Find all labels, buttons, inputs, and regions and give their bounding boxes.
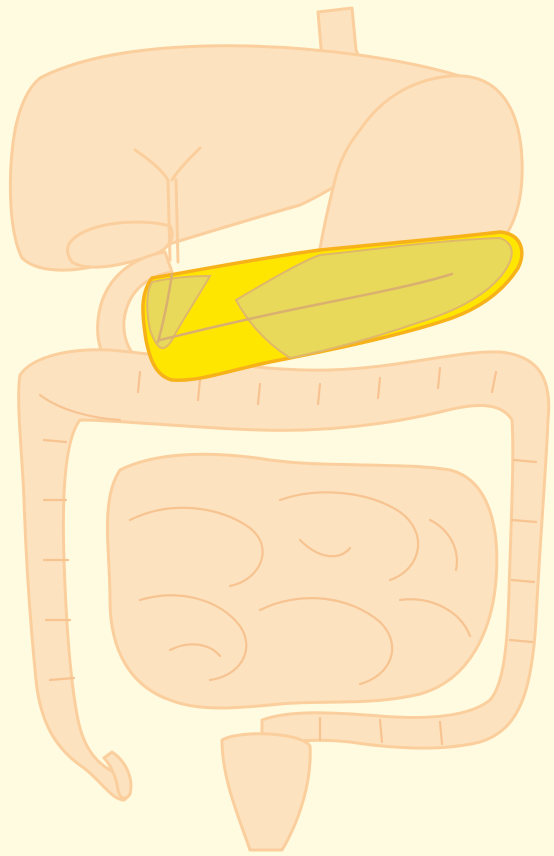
small-intestine [108, 454, 497, 708]
bile-duct-right [176, 180, 178, 262]
rectum [222, 734, 310, 850]
